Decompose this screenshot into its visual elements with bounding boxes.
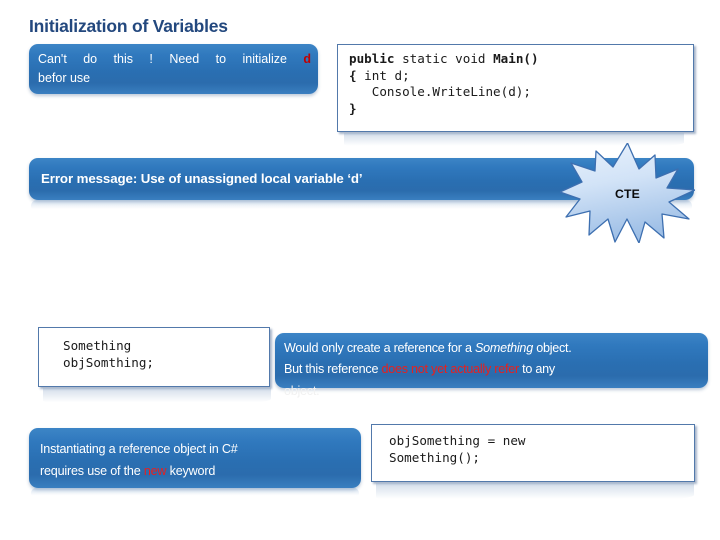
would-only-line2-b: to any — [518, 362, 555, 376]
would-only-line1-a: Would only create a reference for a — [284, 341, 475, 355]
callout-cant-do-this[interactable]: Can't do this ! Need to initialize d bef… — [29, 44, 318, 94]
code-main-line1-rest: static void — [394, 51, 494, 66]
would-only-type-name: Something — [474, 341, 533, 355]
instantiating-line2-b: keyword — [166, 464, 216, 478]
would-only-line2: But this reference does not yet actually… — [284, 359, 700, 380]
instantiating-reflection — [31, 488, 359, 498]
would-only-overflow-text: object. — [284, 384, 320, 398]
would-only-line1-b: object. — [532, 341, 572, 355]
would-only-line2-a: But this reference — [284, 362, 382, 376]
instantiating-line2: requires use of the new keyword — [40, 460, 353, 482]
declaration-line1: Something — [63, 338, 132, 353]
instantiation-line2: Something(); — [389, 449, 480, 465]
code-main-close-brace: } — [349, 100, 357, 116]
code-block-instantiation[interactable]: objSomething = new Something(); — [371, 424, 695, 503]
page-title: Initialization of Variables — [29, 16, 228, 36]
code-main-fn: Main() — [493, 51, 539, 66]
code-block-instantiation-reflection — [376, 483, 694, 503]
instantiating-new-keyword: new — [143, 464, 167, 478]
cant-line2: befor use — [38, 71, 91, 85]
instantiating-line1: Instantiating a reference object in C# — [40, 442, 238, 456]
callout-instantiating-reference[interactable]: Instantiating a reference object in C# r… — [29, 428, 361, 488]
callout-instantiating-text: Instantiating a reference object in C# r… — [40, 438, 353, 482]
cant-line1: Can't do this ! Need to initialize — [38, 52, 304, 66]
instantiation-line1: objSomething = new — [389, 433, 526, 448]
would-only-red-emphasis: does not yet actually refer — [381, 362, 519, 376]
code-block-declaration[interactable]: Something objSomthing; — [38, 327, 271, 406]
code-block-instantiation-text: objSomething = new Something(); — [372, 425, 694, 466]
callout-would-only-create-reference[interactable]: Would only create a reference for a Some… — [275, 333, 708, 388]
cte-starburst-icon — [560, 143, 695, 243]
code-block-declaration-reflection — [43, 388, 271, 406]
callout-would-only-text: Would only create a reference for a Some… — [284, 338, 700, 380]
instantiating-line2-a: requires use of the — [40, 464, 144, 478]
code-block-main[interactable]: public static void Main() { int d; Conso… — [337, 44, 694, 149]
code-block-declaration-text: Something objSomthing; — [39, 328, 269, 371]
code-keyword-public: public — [349, 51, 395, 66]
callout-cant-do-this-text: Can't do this ! Need to initialize d bef… — [38, 50, 311, 88]
cant-highlight-variable: d — [303, 52, 311, 66]
error-message-text: Error message: Use of unassigned local v… — [41, 171, 363, 186]
code-main-line2-rest: int d; — [356, 67, 410, 83]
cte-label: CTE — [615, 187, 640, 201]
code-block-main-text: public static void Main() { int d; Conso… — [338, 45, 693, 117]
code-main-open-brace: { — [349, 67, 357, 83]
code-main-line3: Console.WriteLine(d); — [349, 84, 531, 100]
would-only-line1: Would only create a reference for a Some… — [284, 338, 700, 359]
declaration-line2: objSomthing; — [63, 354, 154, 370]
